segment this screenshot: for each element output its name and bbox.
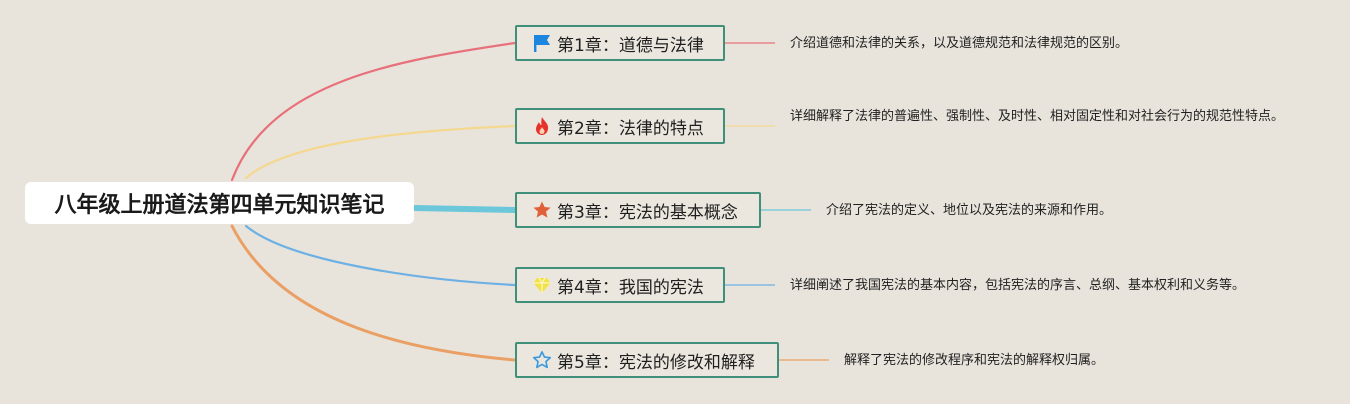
branch-line-chapter-5 bbox=[230, 224, 517, 362]
chapter-1-description: 介绍道德和法律的关系，以及道德规范和法律规范的区别。 bbox=[790, 36, 1129, 51]
root-topic-title: 八年级上册道法第四单元知识笔记 bbox=[54, 193, 385, 218]
branch-line-chapter-1 bbox=[230, 41, 517, 182]
chapter-3-node[interactable]: 第3章：宪法的基本概念 bbox=[515, 192, 761, 228]
branch-line-chapter-3 bbox=[411, 205, 518, 213]
chapter-4-label: 第4章：我国的宪法 bbox=[557, 277, 704, 298]
star-outline-icon bbox=[531, 349, 553, 371]
branch-line-chapter-4 bbox=[244, 224, 517, 287]
chapter-4-description: 详细阐述了我国宪法的基本内容，包括宪法的序言、总纲、基本权利和义务等。 bbox=[790, 278, 1246, 293]
chapter-5-label: 第5章：宪法的修改和解释 bbox=[557, 352, 755, 373]
diamond-icon bbox=[531, 274, 553, 296]
fire-icon bbox=[531, 115, 553, 137]
chapter-5-node[interactable]: 第5章：宪法的修改和解释 bbox=[515, 342, 779, 378]
chapter-2-label: 第2章：法律的特点 bbox=[557, 118, 704, 139]
chapter-3-description: 介绍了宪法的定义、地位以及宪法的来源和作用。 bbox=[826, 203, 1113, 218]
chapter-1-node[interactable]: 第1章：道德与法律 bbox=[515, 25, 725, 61]
chapter-2-description: 详细解释了法律的普遍性、强制性、及时性、相对固定性和对社会行为的规范性特点。 bbox=[790, 109, 1285, 124]
branch-line-chapter-2 bbox=[244, 124, 517, 180]
root-topic[interactable]: 八年级上册道法第四单元知识笔记 bbox=[25, 182, 414, 224]
chapter-3-label: 第3章：宪法的基本概念 bbox=[557, 202, 738, 223]
chapter-5-description: 解释了宪法的修改程序和宪法的解释权归属。 bbox=[844, 353, 1105, 368]
star-filled-icon bbox=[531, 199, 553, 221]
chapter-1-label: 第1章：道德与法律 bbox=[557, 35, 704, 56]
chapter-2-node[interactable]: 第2章：法律的特点 bbox=[515, 108, 725, 144]
flag-icon bbox=[531, 32, 553, 54]
chapter-4-node[interactable]: 第4章：我国的宪法 bbox=[515, 267, 725, 303]
